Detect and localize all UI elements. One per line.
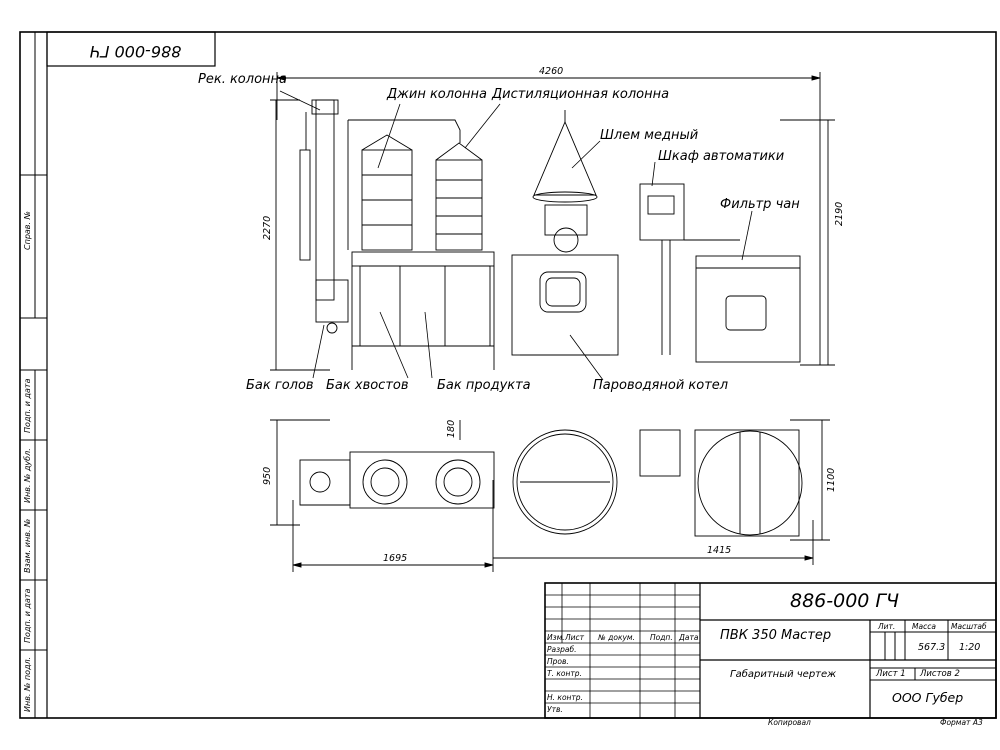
side-stamp-1: Подп. и дата — [23, 378, 32, 434]
dim-total-length: 4260 — [539, 66, 564, 77]
copied-label: Копировал — [768, 718, 811, 727]
dim-plan-len-right: 1415 — [707, 545, 732, 556]
row-prov: Пров. — [547, 657, 569, 666]
col-header-doc: № докум. — [598, 633, 635, 642]
side-stamp-2: Инв. № дубл. — [23, 448, 32, 503]
label-cabinet: Шкаф автоматики — [658, 149, 785, 164]
mass-label: Масса — [912, 622, 936, 631]
dim-overall-height: 2190 — [834, 201, 845, 226]
label-product-tank: Бак продукта — [437, 378, 531, 393]
row-tkontr: Т. контр. — [547, 669, 582, 678]
plan-view — [270, 419, 830, 572]
sheet-number: Лист 1 — [876, 669, 906, 679]
label-gin-column: Джин колонна — [387, 87, 487, 102]
dim-plan-depth-right: 1100 — [826, 467, 837, 492]
label-filter-vat: Фильтр чан — [720, 197, 800, 212]
label-heads-tank: Бак голов — [246, 378, 314, 393]
title-product: ПВК 350 Мастер — [720, 628, 832, 643]
scale-value: 1:20 — [959, 642, 981, 653]
automation-cabinet — [639, 183, 685, 241]
upside-down-stamp: 886-000 ГЧ — [89, 42, 182, 61]
side-stamp-3: Взам. инв. № — [23, 518, 32, 573]
side-stamp-4: Подп. и дата — [23, 588, 32, 644]
side-stamp-0: Справ. № — [23, 211, 32, 250]
col-header-date: Дата — [679, 633, 699, 642]
dim-plan-depth-left: 950 — [262, 466, 273, 485]
label-dist-column: Дистиляционная колонна — [492, 87, 670, 102]
col-header-izm: Изм. — [547, 633, 565, 642]
label-helmet: Шлем медный — [600, 128, 699, 143]
row-nkontr: Н. контр. — [547, 693, 583, 702]
label-boiler: Пароводяной котел — [593, 378, 729, 393]
copper-helmet — [533, 120, 597, 196]
outer-frame — [19, 31, 997, 719]
title-block — [544, 582, 997, 719]
row-utv: Утв. — [547, 705, 563, 714]
sheet-total: Листов 2 — [920, 669, 960, 679]
row-razrab: Разраб. — [547, 645, 577, 654]
mass-value: 567.3 — [918, 642, 946, 653]
col-header-list: Лист — [565, 633, 585, 642]
title-company: ООО Губер — [892, 690, 964, 705]
boiler-plan — [512, 429, 618, 535]
lit-label: Лит. — [878, 622, 896, 631]
col-header-sign: Подп. — [650, 633, 673, 642]
steam-boiler — [511, 254, 619, 356]
dim-column-height: 2270 — [262, 215, 273, 240]
title-code: 886-000 ГЧ — [790, 590, 900, 612]
dim-plan-len-left: 1695 — [383, 553, 408, 564]
format-label: Формат А3 — [940, 718, 983, 727]
side-stamp-5: Инв. № подл. — [23, 656, 32, 712]
label-tails-tank: Бак хвостов — [326, 378, 409, 393]
dim-plan-offset: 180 — [446, 419, 457, 438]
title-doc-type: Габаритный чертеж — [730, 669, 837, 680]
filter-vat — [695, 255, 801, 363]
scale-label: Масштаб — [951, 622, 987, 631]
label-rek-column: Рек. колонна — [198, 72, 287, 87]
front-view — [270, 72, 835, 371]
